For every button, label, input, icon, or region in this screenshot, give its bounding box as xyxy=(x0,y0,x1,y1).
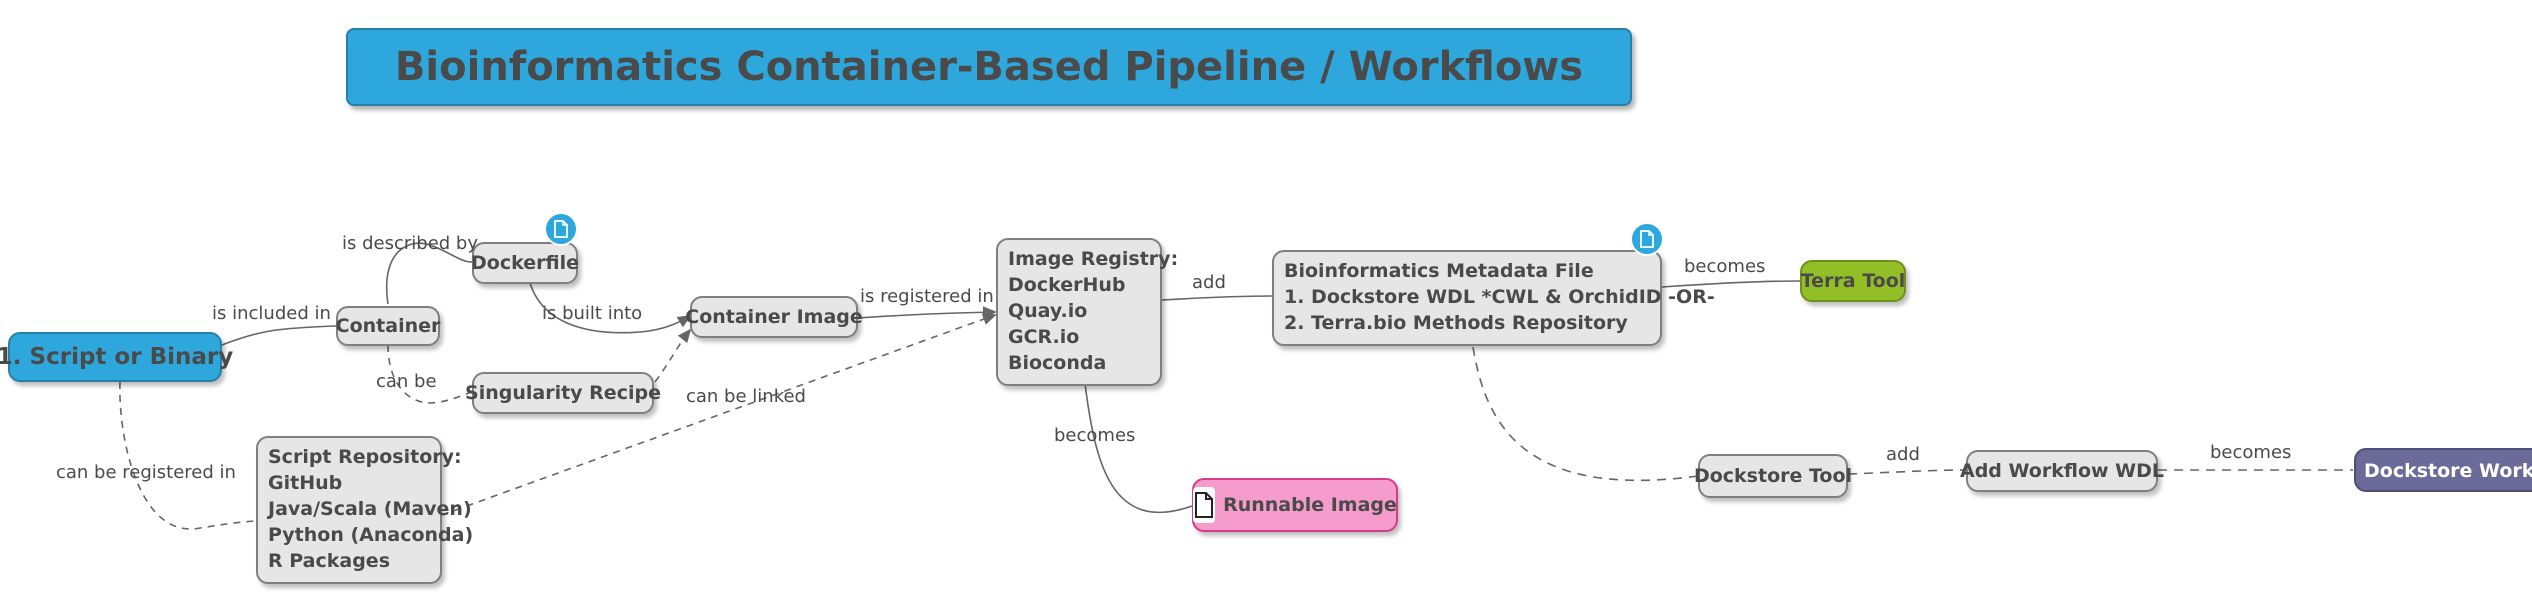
edge-becomes-runnable xyxy=(1084,383,1193,514)
document-icon xyxy=(1193,487,1216,523)
note-icon[interactable] xyxy=(544,212,578,246)
node-script-repository[interactable]: Script Repository: GitHub Java/Scala (Ma… xyxy=(256,436,474,584)
note-icon-glyph xyxy=(1640,230,1654,248)
label-is-described-by: is described by xyxy=(342,233,479,254)
node-container-label: Container xyxy=(335,315,441,337)
note-icon-glyph xyxy=(554,220,568,238)
label-is-included-in: is included in xyxy=(212,303,331,324)
node-dockstore-tool[interactable]: Dockstore Tool xyxy=(1694,454,1852,498)
edge-is-included-in xyxy=(221,325,337,346)
metadata-file-line-1: Bioinformatics Metadata File xyxy=(1284,260,1594,282)
node-runnable-image[interactable]: Runnable Image xyxy=(1192,478,1398,532)
document-icon-glyph xyxy=(1195,492,1214,518)
label-can-be: can be xyxy=(376,371,437,392)
image-registry-line-2: DockerHub xyxy=(1008,274,1126,296)
node-container[interactable]: Container xyxy=(336,306,440,346)
image-registry-line-4: GCR.io xyxy=(1008,326,1080,348)
label-becomes-terra: becomes xyxy=(1684,256,1766,277)
edge-can-be-linked xyxy=(441,313,997,516)
edge-can-be-registered-in xyxy=(119,381,256,530)
image-registry-line-3: Quay.io xyxy=(1008,300,1088,322)
metadata-file-line-3: 2. Terra.bio Methods Repository xyxy=(1284,312,1628,334)
node-singularity-recipe-label: Singularity Recipe xyxy=(465,382,661,404)
node-add-workflow-wdl-label: Add Workflow WDL xyxy=(1960,460,2164,482)
script-repository-line-3: Java/Scala (Maven) xyxy=(268,498,472,520)
node-dockerfile-label: Dockerfile xyxy=(471,252,579,274)
script-repository-line-5: R Packages xyxy=(268,550,390,572)
node-terra-tool[interactable]: Terra Tool xyxy=(1800,260,1906,302)
script-repository-line-1: Script Repository: xyxy=(268,446,462,468)
label-is-built-into: is built into xyxy=(542,303,643,324)
node-terra-tool-label: Terra Tool xyxy=(1800,270,1906,292)
label-can-be-registered-in: can be registered in xyxy=(56,462,236,483)
node-script-or-binary-label: 1. Script or Binary xyxy=(0,344,234,370)
label-add-registry-metadata: add xyxy=(1192,272,1226,293)
node-dockstore-workflow-label: Dockstore Workflow xyxy=(2364,460,2532,482)
label-becomes-dockstore-workflow: becomes xyxy=(2210,442,2292,463)
node-dockstore-tool-label: Dockstore Tool xyxy=(1693,465,1853,487)
node-runnable-image-label: Runnable Image xyxy=(1223,494,1397,516)
label-is-registered-in: is registered in xyxy=(860,286,994,307)
image-registry-line-1: Image Registry: xyxy=(1008,248,1179,270)
edge-is-described-by xyxy=(385,242,473,305)
label-can-be-linked: can be linked xyxy=(686,386,806,407)
edge-add-dockstore-workflow xyxy=(1847,469,1966,475)
node-dockstore-workflow[interactable]: Dockstore Workflow xyxy=(2354,448,2532,492)
node-container-image[interactable]: Container Image xyxy=(685,296,863,338)
node-container-image-label: Container Image xyxy=(685,306,863,328)
edge-can-be xyxy=(387,344,473,404)
script-repository-line-2: GitHub xyxy=(268,472,343,494)
page-title-text: Bioinformatics Container-Based Pipeline … xyxy=(394,44,1584,90)
node-script-or-binary[interactable]: 1. Script or Binary xyxy=(0,332,233,382)
edge-singularity-to-image xyxy=(654,328,692,383)
edge-add-registry-metadata xyxy=(1161,295,1273,301)
node-dockerfile[interactable]: Dockerfile xyxy=(471,242,579,284)
node-singularity-recipe[interactable]: Singularity Recipe xyxy=(465,372,661,414)
label-becomes-runnable: becomes xyxy=(1054,425,1136,446)
script-repository-line-4: Python (Anaconda) xyxy=(268,524,474,546)
metadata-file-line-2: 1. Dockstore WDL *CWL & OrchidID -OR- xyxy=(1284,286,1715,308)
edge-becomes-terra xyxy=(1661,280,1801,288)
edge-is-registered-in xyxy=(857,306,997,319)
node-image-registry[interactable]: Image Registry: DockerHub Quay.io GCR.io… xyxy=(996,238,1179,386)
node-metadata-file[interactable]: Bioinformatics Metadata File 1. Dockstor… xyxy=(1272,250,1715,346)
label-add-dockstore-workflow: add xyxy=(1886,444,1920,465)
edge-is-built-into xyxy=(529,282,692,334)
page-title: Bioinformatics Container-Based Pipeline … xyxy=(346,28,1632,106)
edge-metadata-to-dockstore xyxy=(1472,346,1699,482)
image-registry-line-5: Bioconda xyxy=(1008,352,1107,374)
node-add-workflow-wdl[interactable]: Add Workflow WDL xyxy=(1960,450,2164,492)
note-icon[interactable] xyxy=(1630,222,1664,256)
